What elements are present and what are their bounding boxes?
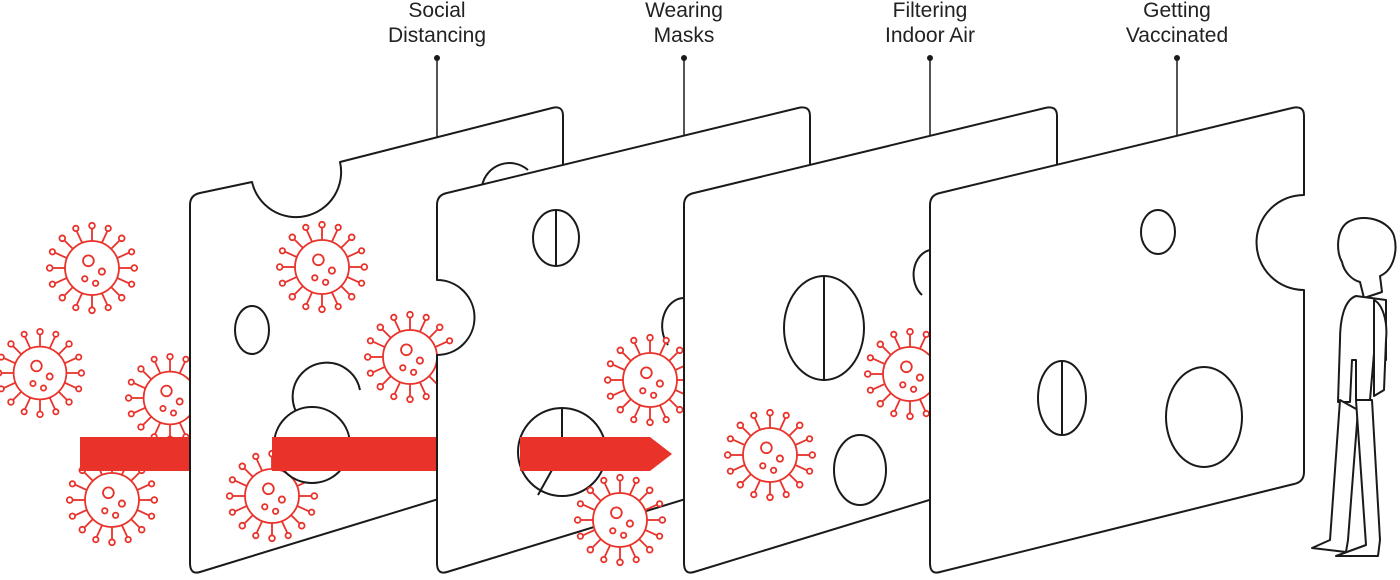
- virus-icon: [0, 327, 86, 419]
- virus-icon: [723, 408, 817, 502]
- virus-icon: [275, 220, 369, 314]
- virus-group-left: [0, 221, 216, 547]
- layer-getting-vaccinated: [929, 106, 1305, 574]
- label-line: Social: [408, 0, 465, 22]
- label-line: Filtering: [893, 0, 968, 22]
- label-social-distancing: Social Distancing: [388, 0, 486, 165]
- label-line: Wearing: [645, 0, 723, 22]
- label-line: Indoor Air: [885, 24, 975, 47]
- label-line: Masks: [654, 24, 715, 47]
- virus-icon: [603, 333, 697, 427]
- label-line: Getting: [1143, 0, 1211, 22]
- transmission-arrow-icon: [272, 437, 462, 471]
- label-getting-vaccinated: Getting Vaccinated: [1126, 0, 1228, 165]
- person-figure-icon: [1311, 217, 1397, 557]
- label-line: Vaccinated: [1126, 24, 1228, 47]
- label-line: Distancing: [388, 24, 486, 47]
- transmission-arrow-icon: [520, 437, 672, 471]
- virus-icon: [45, 221, 139, 315]
- virus-icon: [573, 473, 667, 567]
